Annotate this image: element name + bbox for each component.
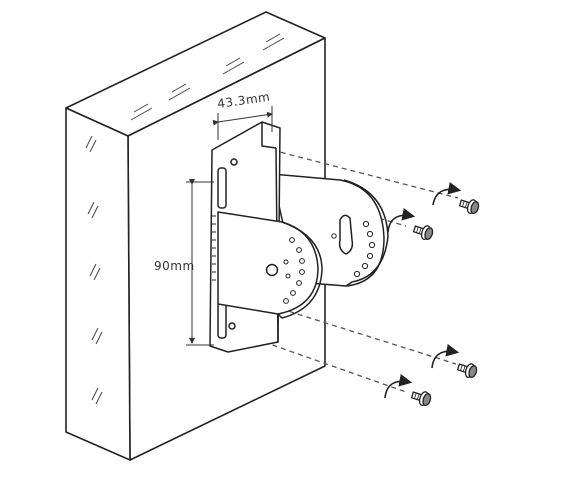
front-arm-holes [283, 237, 305, 304]
screw-1 [432, 181, 480, 215]
rear-arm-holes [331, 220, 376, 278]
keyhole-slot [338, 214, 354, 255]
pivot-hole [265, 263, 279, 277]
front-arm-plate [212, 211, 323, 319]
screw-2 [387, 207, 434, 241]
dimension-height-label: 90mm [154, 259, 195, 273]
upper-slot [217, 167, 227, 209]
dimension-height: 90mm [154, 179, 214, 346]
edge-ticks [212, 215, 216, 281]
lower-slot [217, 301, 227, 339]
wall-hatch-marks [85, 33, 285, 405]
screw-4 [384, 373, 432, 407]
screw-3 [431, 343, 478, 379]
wall-left-face [65, 107, 131, 461]
